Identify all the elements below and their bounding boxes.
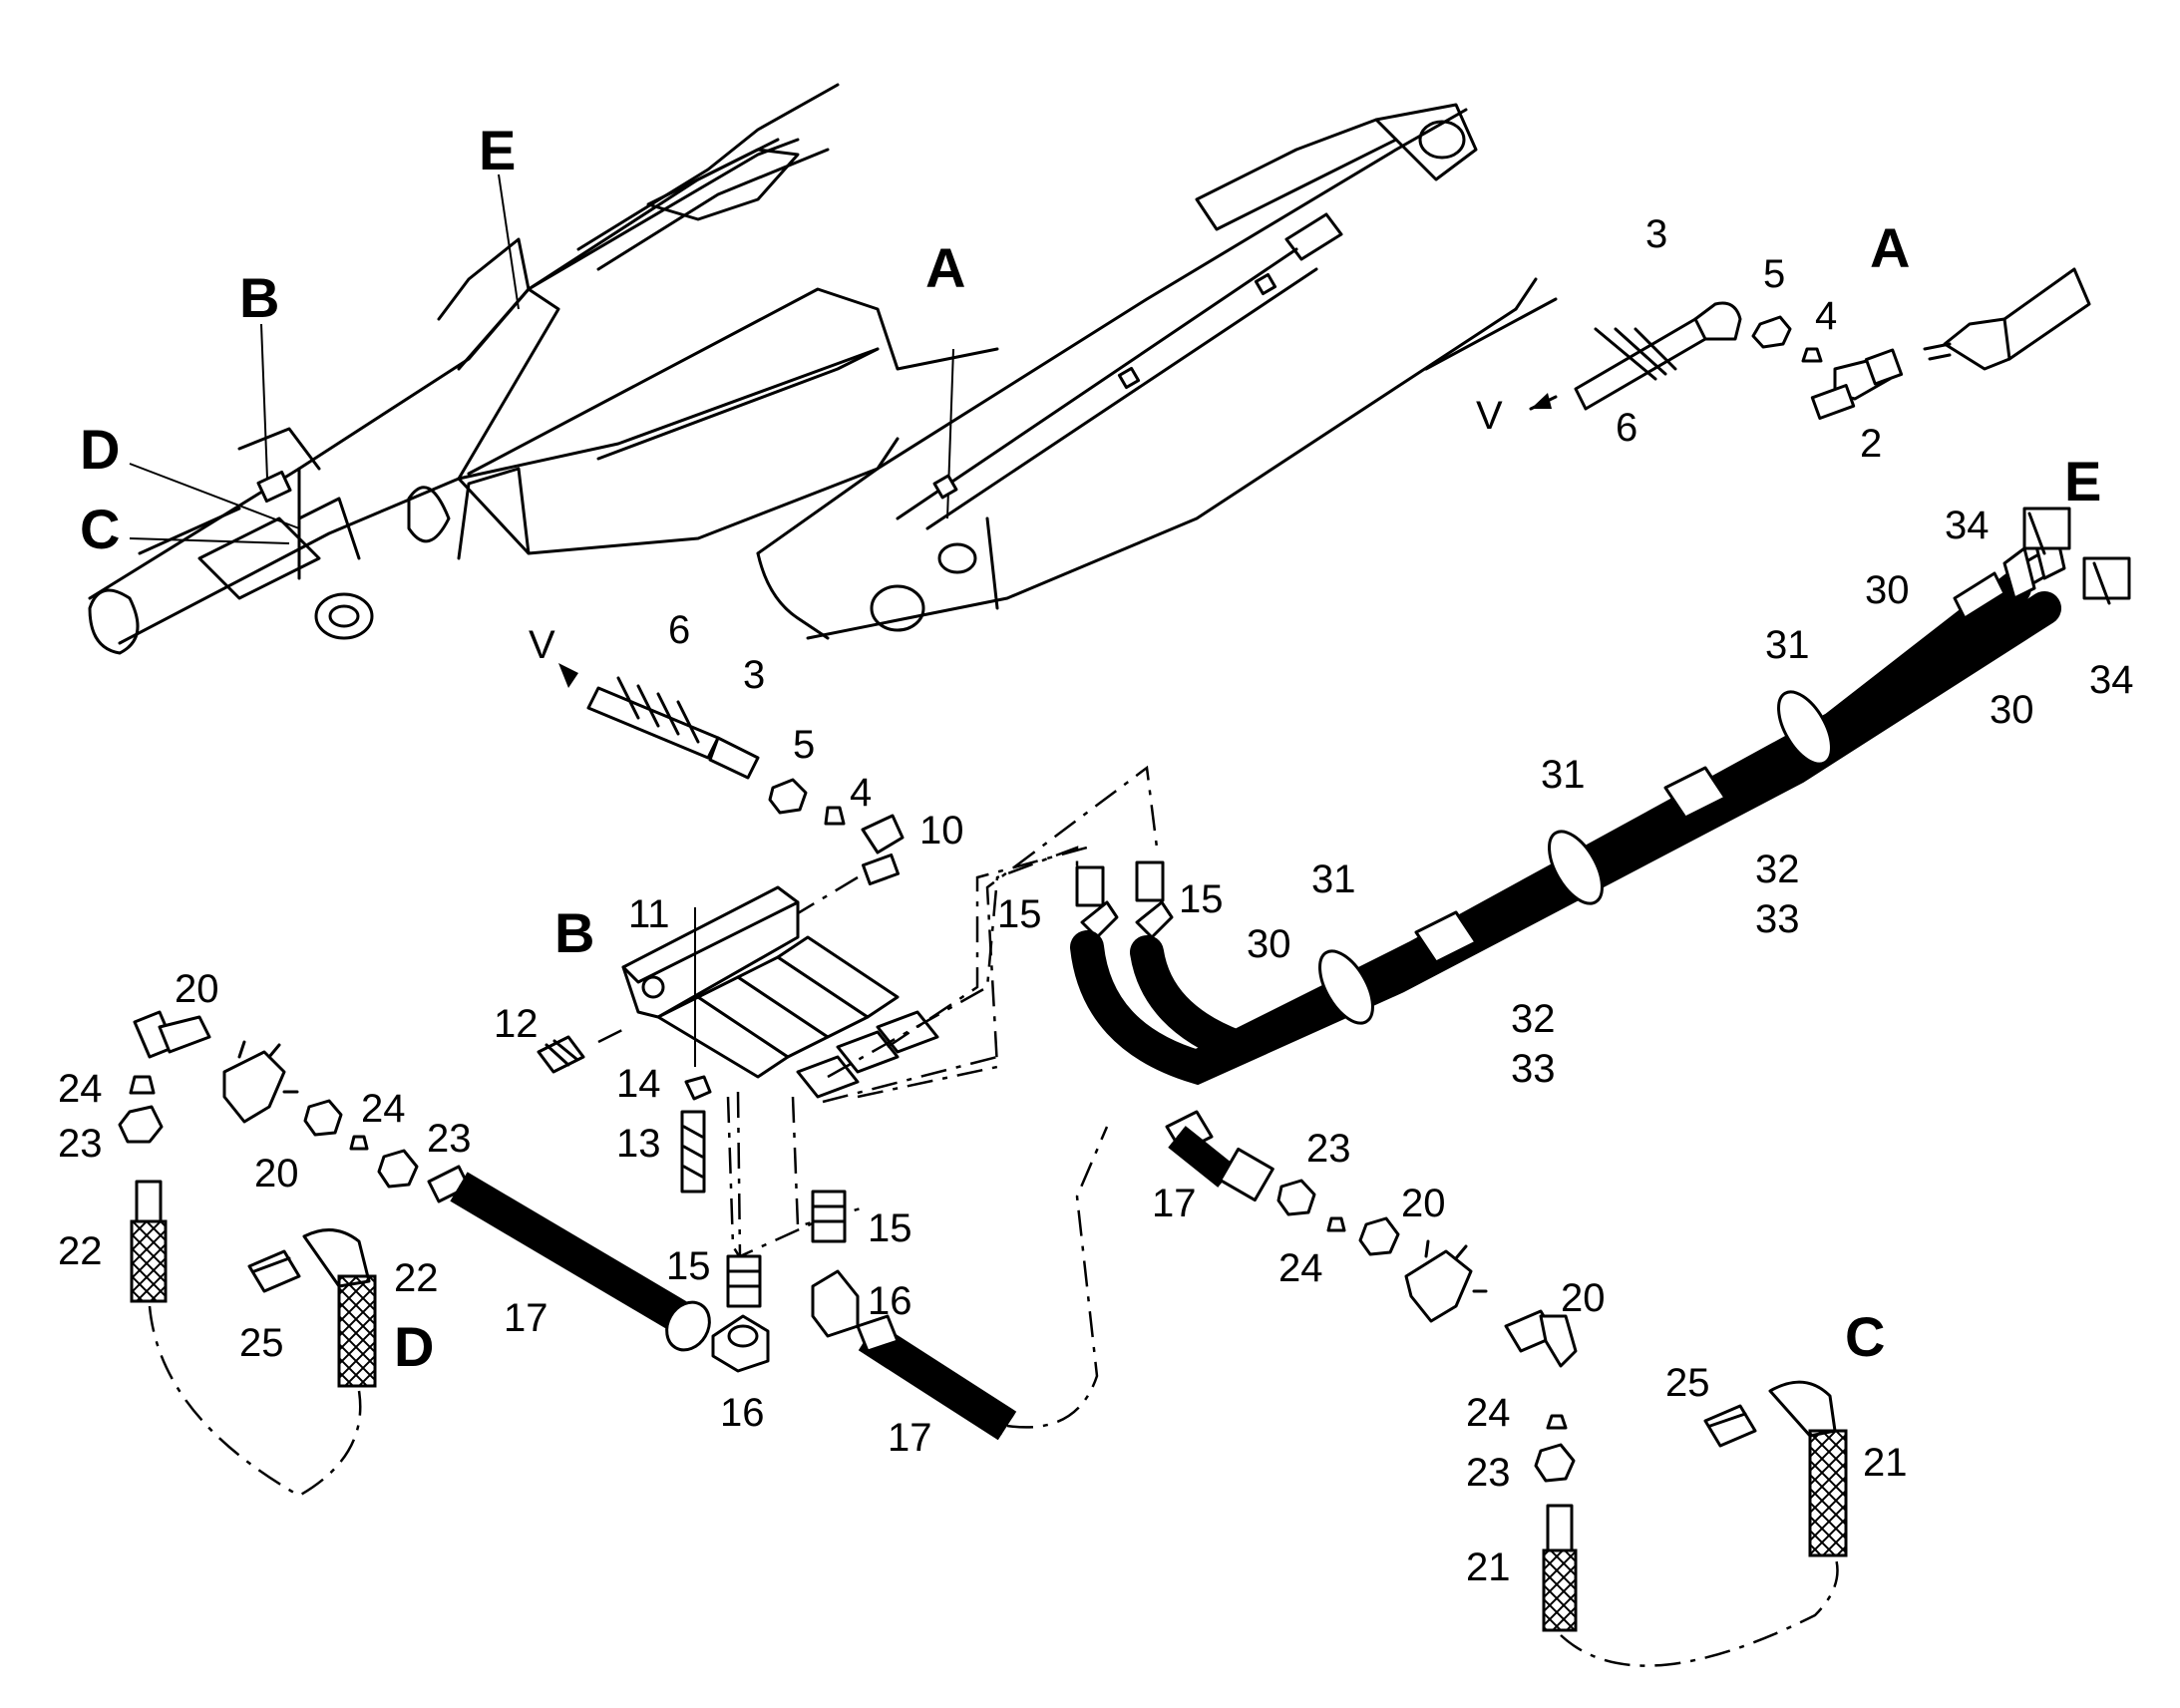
view-label-c: C — [80, 498, 120, 560]
view-pointer-lines — [129, 173, 954, 544]
callout-34: 34 — [1945, 504, 1990, 547]
callout-20: 20 — [175, 967, 219, 1011]
view-letters: E B D C A A E B D C — [80, 119, 2101, 1378]
callout-6: 6 — [668, 608, 690, 652]
callout-34: 34 — [2089, 658, 2134, 702]
callout-23: 23 — [1466, 1451, 1511, 1495]
callout-3: 3 — [1645, 212, 1667, 256]
view-b-upper-parts — [558, 663, 905, 999]
callout-14: 14 — [616, 1062, 661, 1106]
view-label-e: E — [479, 119, 516, 181]
view-label-c-detail: C — [1845, 1305, 1885, 1368]
callout-3: 3 — [743, 653, 765, 697]
callout-13: 13 — [616, 1122, 661, 1166]
callout-30: 30 — [1990, 688, 2034, 732]
callout-5: 5 — [1763, 252, 1785, 296]
view-d-parts — [118, 1010, 419, 1498]
callout-23: 23 — [427, 1117, 472, 1161]
callout-22: 22 — [394, 1256, 439, 1300]
view-e-hoses — [1070, 507, 2131, 1086]
fittings-15-16 — [711, 1126, 1109, 1441]
callout-12: 12 — [494, 1002, 539, 1046]
view-label-e-detail: E — [2064, 450, 2101, 512]
view-label-b-detail: B — [554, 901, 594, 964]
callout-5: 5 — [793, 723, 815, 767]
callout-15: 15 — [868, 1206, 912, 1250]
view-label-d: D — [80, 418, 120, 481]
direction-markers: V V — [529, 394, 1503, 667]
callout-15: 15 — [666, 1244, 711, 1288]
view-label-a: A — [925, 236, 965, 299]
callout-25: 25 — [1665, 1361, 1710, 1405]
callout-2: 2 — [1860, 422, 1882, 466]
callout-23: 23 — [1306, 1127, 1351, 1171]
view-label-b: B — [239, 266, 279, 329]
callout-16: 16 — [868, 1279, 912, 1323]
boom-right-overview — [756, 103, 1558, 640]
callout-33: 33 — [1511, 1047, 1556, 1091]
part-callouts: 3 5 4 6 2 34 34 30 30 31 31 31 30 32 33 … — [58, 212, 2134, 1589]
callout-31: 31 — [1311, 857, 1356, 901]
callout-10: 10 — [919, 809, 964, 853]
direction-arrow-icon — [558, 663, 578, 688]
callout-15: 15 — [997, 892, 1042, 936]
callout-4: 4 — [1815, 294, 1837, 338]
callout-15: 15 — [1179, 877, 1224, 921]
callout-23: 23 — [58, 1122, 103, 1166]
callout-30: 30 — [1247, 922, 1291, 966]
boom-left-overview — [88, 83, 999, 655]
callout-25: 25 — [239, 1321, 284, 1365]
direction-marker-v-top: V — [1476, 394, 1503, 438]
callout-20: 20 — [1401, 1182, 1446, 1225]
view-label-a-detail: A — [1870, 216, 1910, 279]
callout-31: 31 — [1765, 623, 1810, 667]
callout-17: 17 — [1152, 1182, 1197, 1225]
callout-24: 24 — [361, 1087, 406, 1131]
callout-30: 30 — [1865, 568, 1910, 612]
callout-32: 32 — [1511, 997, 1556, 1041]
callout-6: 6 — [1616, 406, 1637, 450]
callout-24: 24 — [1466, 1391, 1511, 1435]
callout-17: 17 — [504, 1296, 548, 1340]
detail-a-assembly — [1529, 267, 2091, 420]
callout-24: 24 — [1278, 1246, 1323, 1290]
callout-31: 31 — [1541, 753, 1586, 797]
callout-20: 20 — [254, 1152, 299, 1196]
manifold-connection-lines — [822, 765, 1159, 1104]
callout-33: 33 — [1755, 897, 1800, 941]
view-c-parts — [1165, 1110, 1848, 1667]
callout-11: 11 — [628, 892, 670, 936]
view-label-d-detail: D — [394, 1315, 434, 1378]
direction-marker-v-mid: V — [529, 623, 555, 667]
callout-22: 22 — [58, 1229, 103, 1273]
callout-4: 4 — [850, 771, 872, 815]
callout-16: 16 — [720, 1391, 765, 1435]
callout-21: 21 — [1863, 1441, 1908, 1485]
callout-24: 24 — [58, 1067, 103, 1111]
callout-32: 32 — [1755, 848, 1800, 891]
callout-17: 17 — [888, 1416, 932, 1460]
hose-17-left — [427, 1165, 711, 1352]
direction-arrow-icon — [1531, 393, 1552, 409]
callout-20: 20 — [1561, 1276, 1606, 1320]
callout-21: 21 — [1466, 1545, 1511, 1589]
